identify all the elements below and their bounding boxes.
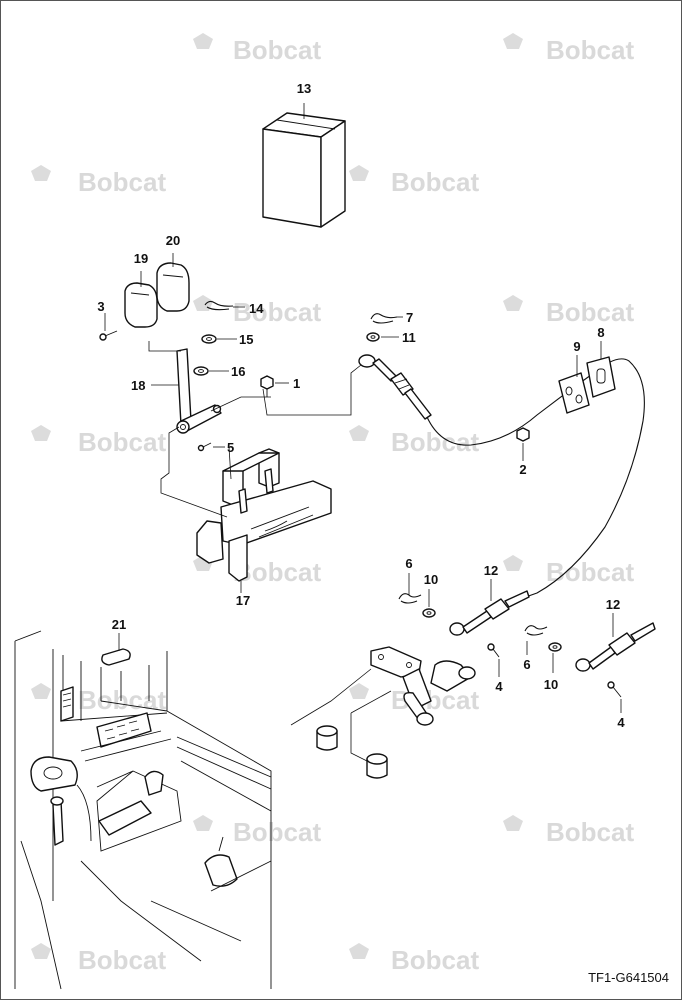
callout-12-upper: 12 [484, 563, 498, 578]
callout-2: 2 [519, 462, 526, 477]
callout-11: 11 [402, 330, 416, 345]
watermark: Bobcat [349, 425, 479, 457]
part-7-spring-pin [370, 313, 398, 324]
svg-text:Bobcat: Bobcat [78, 167, 166, 197]
watermark: Bobcat [31, 425, 166, 457]
callout-5: 5 [227, 440, 234, 455]
part-18-control-lever [176, 348, 222, 434]
svg-text:Bobcat: Bobcat [546, 557, 634, 587]
pedal-socket-left [316, 725, 338, 751]
part-12-cable-end [449, 590, 530, 636]
callout-4-lower: 4 [617, 715, 625, 730]
svg-text:Bobcat: Bobcat [391, 427, 479, 457]
callout-9: 9 [573, 339, 580, 354]
part-4-bolt-second [607, 681, 622, 698]
watermark: Bobcat [193, 33, 321, 65]
svg-text:Bobcat: Bobcat [391, 167, 479, 197]
callout-18: 18 [131, 378, 145, 393]
cab-inset [14, 630, 272, 990]
watermark: Bobcat [503, 815, 634, 847]
callout-4-upper: 4 [495, 679, 503, 694]
part-6-spring-pin-second [524, 625, 548, 636]
callout-8: 8 [597, 325, 604, 340]
pedal-linkage [370, 646, 476, 726]
part-17-pedal-bracket [196, 448, 332, 582]
part-19-knob-cover [124, 282, 158, 328]
part-11-washer [366, 332, 380, 342]
callout-labels: 13 20 19 3 14 15 16 18 5 1 7 11 9 8 2 17… [97, 81, 625, 730]
callout-6-lower: 6 [523, 657, 530, 672]
watermark: Bobcat [503, 295, 634, 327]
callout-6-upper: 6 [405, 556, 412, 571]
callout-14: 14 [249, 301, 264, 316]
svg-text:Bobcat: Bobcat [391, 945, 479, 975]
part-5-screw [197, 442, 212, 452]
svg-text:Bobcat: Bobcat [78, 427, 166, 457]
leader-lines [104, 103, 622, 713]
upper-cable-end [358, 354, 432, 420]
callout-20: 20 [166, 233, 180, 248]
part-2-nut [516, 427, 530, 442]
callout-17: 17 [236, 593, 250, 608]
callout-16: 16 [231, 364, 245, 379]
part-10-washer [422, 608, 436, 618]
watermark: Bobcat [503, 555, 634, 587]
watermark: Bobcat [503, 33, 634, 65]
part-21-decal [101, 648, 131, 666]
svg-text:Bobcat: Bobcat [546, 35, 634, 65]
callout-10-upper: 10 [424, 572, 438, 587]
callout-7: 7 [406, 310, 413, 325]
part-9-cable-bracket [558, 372, 590, 414]
svg-text:Bobcat: Bobcat [233, 817, 321, 847]
watermark: Bobcat [349, 165, 479, 197]
svg-text:Bobcat: Bobcat [233, 35, 321, 65]
part-8-cable-plate [586, 356, 616, 398]
callout-1: 1 [293, 376, 300, 391]
callout-13: 13 [297, 81, 311, 96]
part-12-cable-end-second [575, 622, 656, 672]
part-1-bolt [260, 375, 274, 397]
part-16-washer [193, 366, 209, 376]
part-6-spring-pin [398, 593, 422, 604]
watermark: Bobcat [31, 943, 166, 975]
watermark: Bobcat [193, 555, 321, 587]
svg-text:Bobcat: Bobcat [233, 297, 321, 327]
part-3-screw [99, 330, 118, 341]
watermark: Bobcat [349, 943, 479, 975]
throttle-cable [426, 358, 645, 602]
svg-text:Bobcat: Bobcat [546, 817, 634, 847]
callout-3: 3 [97, 299, 104, 314]
watermark: Bobcat [31, 683, 166, 715]
watermark-layer: Bobcat Bobcat Bobcat Bobcat Bobcat Bobca… [31, 33, 634, 975]
pedal-socket-right [366, 753, 388, 779]
svg-text:Bobcat: Bobcat [546, 297, 634, 327]
part-10-washer-second [548, 642, 562, 652]
svg-text:Bobcat: Bobcat [78, 685, 166, 715]
callout-15: 15 [239, 332, 253, 347]
linkage-leader [290, 668, 392, 762]
callout-19: 19 [134, 251, 148, 266]
part-20-knob-cover [156, 262, 190, 312]
drawing-code: TF1-G641504 [588, 970, 669, 985]
svg-text:Bobcat: Bobcat [233, 557, 321, 587]
watermark: Bobcat [31, 165, 166, 197]
callout-12-lower: 12 [606, 597, 620, 612]
part-15-washer [201, 334, 217, 344]
part-4-bolt [487, 643, 500, 658]
svg-text:Bobcat: Bobcat [78, 945, 166, 975]
part-13-kit-box [262, 112, 346, 228]
callout-21: 21 [112, 617, 126, 632]
watermark: Bobcat [193, 815, 321, 847]
callout-10-lower: 10 [544, 677, 558, 692]
part-14-spring-pin [204, 300, 234, 311]
